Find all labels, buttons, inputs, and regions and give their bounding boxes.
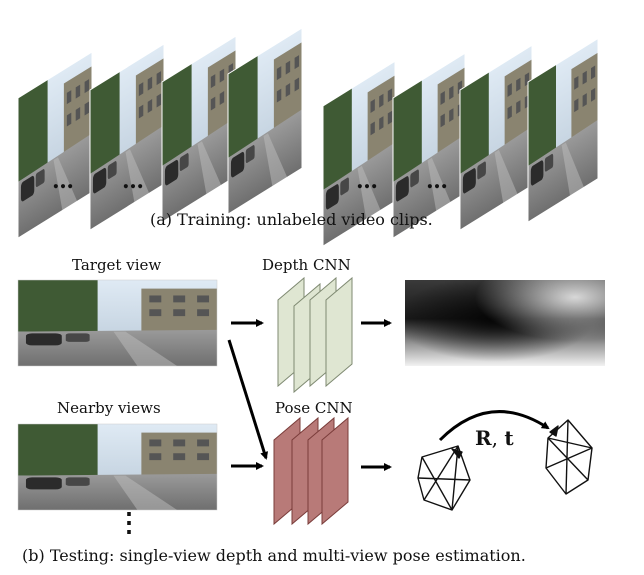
depth-map-output <box>405 280 605 366</box>
pose-cnn-layer <box>321 416 349 526</box>
target-view-image <box>17 279 218 367</box>
depth-cnn-layer <box>325 276 353 388</box>
pose-cnn-block <box>273 416 349 526</box>
pose-symbol-r: R <box>475 426 492 450</box>
arrow-target-to-pose <box>227 339 269 460</box>
clip2-frame-3 <box>460 45 532 230</box>
caption-training: (a) Training: unlabeled video clips. <box>150 210 433 229</box>
clip1-ellipsis-a: … <box>52 168 74 194</box>
training-clip-2 <box>322 37 599 247</box>
clip2-ellipsis-a: … <box>356 168 378 194</box>
pose-symbol-sep: , <box>491 426 505 450</box>
label-target-view: Target view <box>72 256 162 274</box>
caption-testing: (b) Testing: single-view depth and multi… <box>22 546 526 565</box>
pose-transform-arc <box>438 410 550 442</box>
clip2-frame-4 <box>528 38 598 222</box>
pose-symbol: R, t <box>475 426 514 450</box>
depth-cnn-block <box>277 276 353 394</box>
clip2-ellipsis-b: … <box>426 168 448 194</box>
pose-symbol-t: t <box>504 426 514 450</box>
clip1-frame-1 <box>18 52 92 238</box>
label-depth-cnn: Depth CNN <box>262 256 351 274</box>
label-pose-cnn: Pose CNN <box>275 399 353 417</box>
clip1-frame-2 <box>90 44 164 230</box>
nearby-view-image <box>17 423 218 511</box>
training-clip-1 <box>17 27 303 239</box>
clip1-frame-3 <box>162 36 236 222</box>
label-nearby-views: Nearby views <box>57 399 161 417</box>
camera-pose-target <box>545 419 593 495</box>
clip1-ellipsis-b: … <box>122 168 144 194</box>
clip1-frame-4 <box>228 28 302 214</box>
vertical-ellipsis: ⋮ <box>116 508 142 538</box>
camera-pose-source <box>417 445 471 511</box>
